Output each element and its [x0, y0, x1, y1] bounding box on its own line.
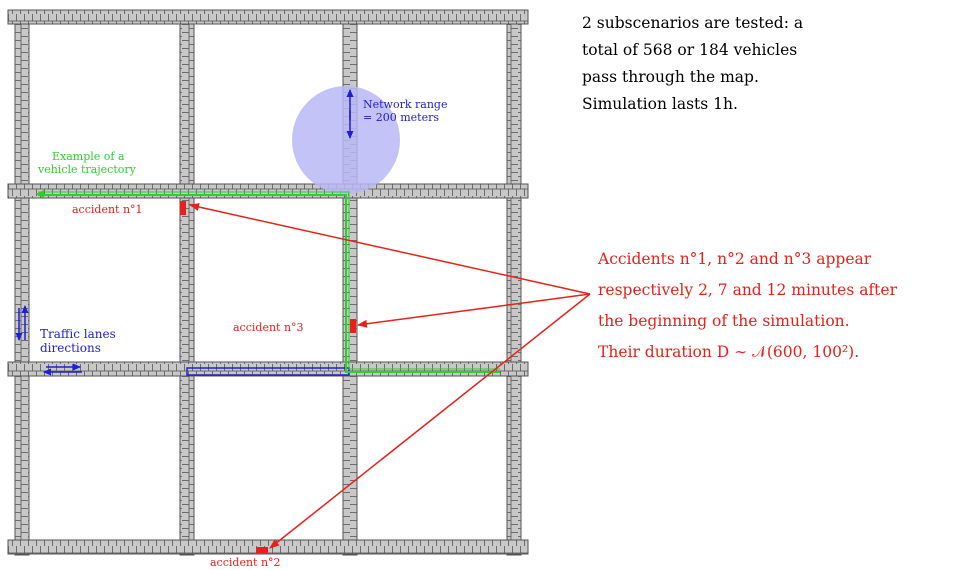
subscenario-line-3: pass through the map.: [582, 68, 759, 86]
road-h1: [7, 9, 529, 25]
pointer-arrow-accident-3: [357, 293, 591, 328]
trajectory-label-1: Example of a: [52, 150, 125, 163]
traffic-lanes-label-2: directions: [40, 341, 101, 355]
accident-2-label: accident n°2: [210, 556, 281, 569]
road-v2: [179, 9, 195, 556]
subscenario-line-4: Simulation lasts 1h.: [582, 95, 738, 113]
subscenario-line-1: 2 subscenarios are tested: a: [582, 14, 804, 32]
accident-note: Accidents n°1, n°2 and n°3 appear respec…: [598, 244, 973, 368]
subscenario-note: 2 subscenarios are tested: a total of 56…: [582, 10, 962, 118]
pointer-arrow-accident-2: [269, 293, 591, 549]
vertical-roads: [14, 9, 522, 556]
accident-line-4: Their duration D ∼ 𝒩(600, 100²).: [598, 343, 860, 361]
pointer-arrow-accident-1: [189, 203, 591, 295]
network-range-label-1: Network range: [363, 98, 447, 111]
trajectory-arrowhead: [36, 190, 44, 198]
accident-3-marker: [350, 319, 356, 333]
accident-3-label: accident n°3: [233, 321, 304, 334]
accident-1-label: accident n°1: [72, 203, 143, 216]
road-v1: [14, 9, 30, 556]
accident-line-3: the beginning of the simulation.: [598, 312, 850, 330]
horizontal-roads: [7, 9, 529, 555]
road-v4: [506, 9, 522, 556]
trajectory-label-2: vehicle trajectory: [37, 163, 137, 176]
accident-line-1: Accidents n°1, n°2 and n°3 appear: [598, 250, 872, 268]
traffic-lanes-label-1: Traffic lanes: [40, 327, 116, 341]
accident-1-marker: [180, 201, 186, 215]
accident-line-2: respectively 2, 7 and 12 minutes after: [598, 281, 897, 299]
vehicle-trajectory: [38, 194, 500, 373]
network-range-label-2: = 200 meters: [363, 111, 439, 124]
subscenario-line-2: total of 568 or 184 vehicles: [582, 41, 798, 59]
accident-2-marker: [256, 547, 268, 553]
vehicle-trajectory-inner: [38, 191, 500, 370]
network-range-circle: [292, 86, 400, 194]
